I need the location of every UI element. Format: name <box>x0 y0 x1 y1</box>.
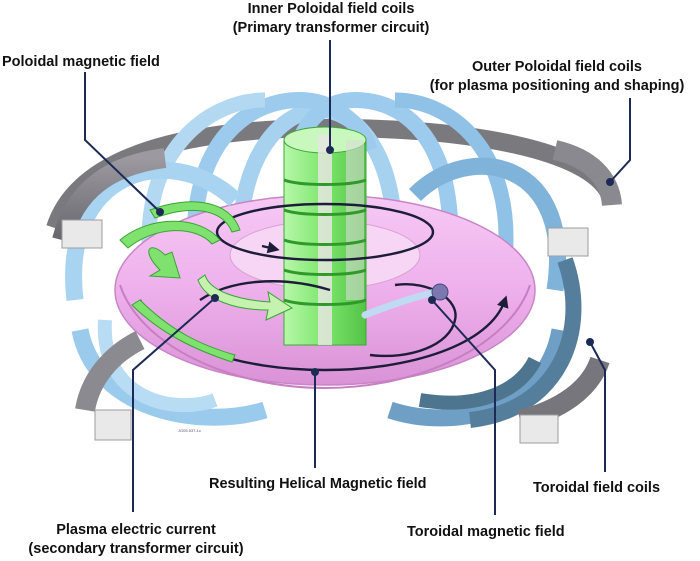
label-toroidal-field-coils: Toroidal field coils <box>533 480 661 496</box>
outer-poloidal-coil-front <box>52 140 622 444</box>
figure-code: JG05.537-1c <box>178 428 201 433</box>
toroidal-field-arrow <box>361 283 449 319</box>
label-plasma-electric-current: Plasma electric current (secondary trans… <box>28 522 244 557</box>
leader-lines <box>84 40 631 515</box>
label-outer-poloidal-coils: Outer Poloidal field coils (for plasma p… <box>429 59 685 94</box>
label-toroidal-magnetic-field: Toroidal magnetic field <box>407 524 565 540</box>
central-solenoid <box>283 126 367 346</box>
poloidal-field-arrows <box>119 201 294 363</box>
label-helical-magnetic-field: Resulting Helical Magnetic field <box>209 476 427 492</box>
label-inner-poloidal-coils: Inner Poloidal field coils (Primary tran… <box>232 1 430 36</box>
label-poloidal-magnetic-field: Poloidal magnetic field <box>2 54 160 70</box>
